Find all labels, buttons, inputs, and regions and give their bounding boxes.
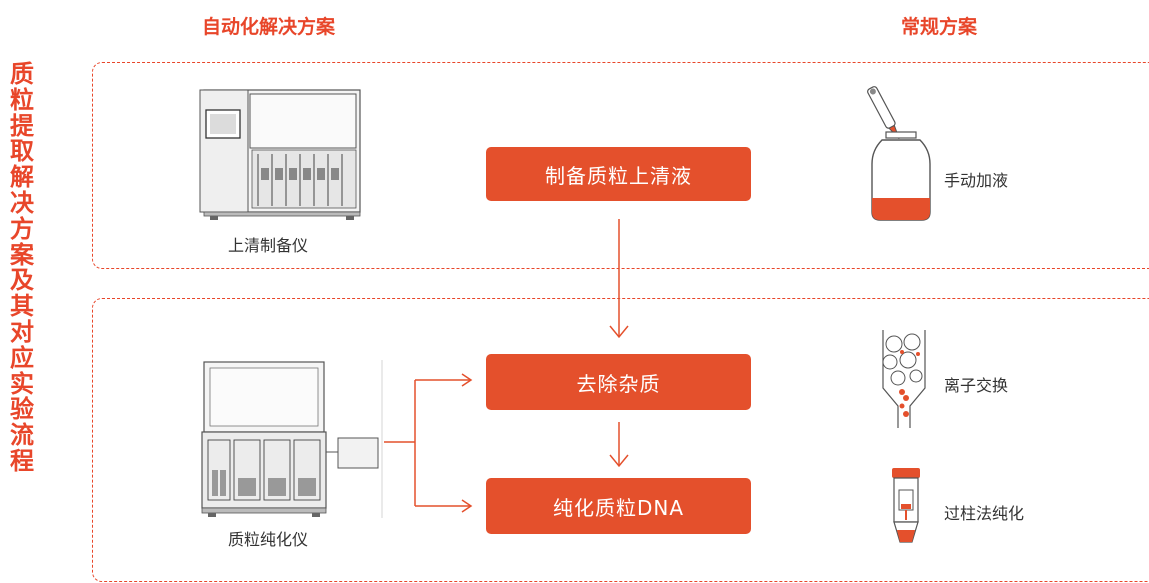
supernatant-instrument-icon: [199, 89, 361, 220]
method-ion-exchange: 离子交换: [944, 376, 1009, 395]
step-prepare-supernatant: 制备质粒上清液: [486, 147, 751, 201]
purifier-instrument-icon: [201, 360, 383, 518]
manual-pipette-icon: [867, 86, 931, 221]
side-title: 质粒提取解决方案及其对应实验流程: [10, 60, 34, 475]
method-column: 过柱法纯化: [944, 504, 1025, 523]
header-conventional: 常规方案: [901, 16, 978, 38]
step-remove-impurities: 去除杂质: [486, 354, 751, 410]
section-top-dashed: [92, 62, 1149, 269]
spin-column-icon: [892, 468, 920, 543]
ion-exchange-icon: [882, 330, 926, 428]
caption-supernatant-instrument: 上清制备仪: [228, 236, 309, 255]
caption-purifier-instrument: 质粒纯化仪: [228, 530, 309, 549]
header-automated: 自动化解决方案: [202, 16, 336, 38]
method-manual: 手动加液: [944, 171, 1009, 190]
section-bottom-dashed: [92, 298, 1149, 582]
step-purify-dna: 纯化质粒DNA: [486, 478, 751, 534]
